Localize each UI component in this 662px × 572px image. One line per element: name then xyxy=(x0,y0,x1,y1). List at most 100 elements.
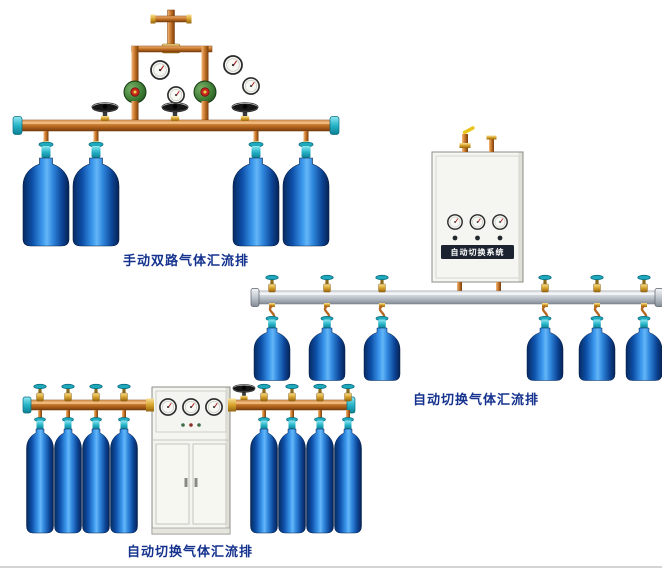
regulator-downpipe xyxy=(131,106,139,121)
pressure-regulator xyxy=(123,69,147,111)
valve-handwheel xyxy=(61,383,75,402)
pipe-fitting xyxy=(269,303,275,307)
pressure-gauge xyxy=(150,60,170,80)
pipe-fitting xyxy=(186,14,192,24)
cabinet-label-plate xyxy=(441,245,514,259)
cylinder-drop-pipe xyxy=(262,410,266,420)
pipe-highlight xyxy=(232,402,348,404)
manifold-pipe xyxy=(17,119,335,132)
valve-handwheel xyxy=(161,102,189,122)
gas-cylinder xyxy=(110,417,138,534)
bottom-divider xyxy=(0,566,662,568)
pipe-fitting xyxy=(228,398,236,412)
branch-elbow xyxy=(201,46,209,74)
pipe-fitting xyxy=(486,135,497,140)
valve-handwheel xyxy=(257,383,271,402)
control-cabinet xyxy=(431,151,524,283)
door-handle xyxy=(184,478,188,487)
manifold-pipe xyxy=(27,399,153,411)
valve-handwheel xyxy=(285,383,299,402)
pressure-gauge xyxy=(447,214,463,230)
cylinder-drop-pipe xyxy=(253,131,259,143)
illustration-auto-switch-wall: 自动切换系统 xyxy=(250,126,662,381)
valve-handwheel xyxy=(375,274,389,293)
indicator-light xyxy=(197,423,201,427)
valve-handwheel xyxy=(232,384,256,401)
regulator-downpipe xyxy=(201,106,209,121)
cabinet-shade xyxy=(518,152,523,282)
cabinet-inner-frame xyxy=(155,390,227,433)
pipe-fitting xyxy=(379,303,385,307)
caption-auto-switch-floor: 自动切换气体汇流排 xyxy=(126,544,253,559)
valve-handwheel xyxy=(231,102,259,122)
panel-knob xyxy=(497,235,503,241)
pressure-gauge xyxy=(205,398,223,416)
gas-cylinder xyxy=(334,417,362,534)
pressure-gauge xyxy=(492,214,508,230)
indicator-light xyxy=(189,423,193,427)
pipe-highlight xyxy=(30,402,150,404)
valve-handwheel xyxy=(33,383,47,402)
illustration-manual-dual-manifold xyxy=(12,9,340,247)
pressure-gauge xyxy=(182,398,200,416)
cabinet-bottom-pipe xyxy=(496,282,501,292)
top-tee-pipe xyxy=(153,15,189,23)
pipe-fitting xyxy=(459,143,471,148)
cylinder-drop-pipe xyxy=(38,410,42,420)
cabinet-door xyxy=(192,443,227,525)
pipe-end-cap xyxy=(654,288,662,307)
panel-knob xyxy=(452,235,458,241)
gas-cylinder xyxy=(82,417,110,534)
valve-handwheel xyxy=(637,274,651,293)
gas-cylinder xyxy=(306,417,334,534)
gas-cylinder xyxy=(282,140,330,247)
indicator-light xyxy=(181,423,185,427)
door-handle xyxy=(194,478,198,487)
pressure-gauge xyxy=(242,77,260,95)
gas-cylinder xyxy=(250,417,278,534)
cabinet-shade xyxy=(225,387,230,534)
cylinder-drop-pipe xyxy=(303,131,309,143)
gas-cylinder xyxy=(278,417,306,534)
caption-manual-dual-manifold: 手动双路气体汇流排 xyxy=(122,253,249,268)
caption-auto-switch-wall: 自动切换气体汇流排 xyxy=(412,392,539,407)
pipe-fitting xyxy=(542,303,548,307)
pressure-regulator xyxy=(193,69,217,111)
pressure-gauge xyxy=(159,398,177,416)
ball-valve-lever xyxy=(462,126,475,135)
panel-knob xyxy=(475,235,480,241)
cylinder-drop-pipe xyxy=(66,410,70,420)
valve-handwheel xyxy=(590,274,604,293)
cabinet-label: 自动切换系统 xyxy=(451,247,505,257)
manifold-pipe xyxy=(253,290,661,305)
cabinet-base xyxy=(151,527,231,535)
pressure-gauge xyxy=(167,86,185,104)
valve-handwheel xyxy=(313,383,327,402)
valve-handwheel xyxy=(320,274,334,293)
cabinet-inner-frame xyxy=(435,155,520,279)
manifold-pipe xyxy=(229,399,351,411)
valve-handwheel xyxy=(265,274,279,293)
cylinder-drop-pipe xyxy=(290,410,294,420)
gas-cylinder xyxy=(72,140,120,247)
cylinder-drop-pipe xyxy=(318,410,322,420)
illustration-auto-switch-floor xyxy=(22,383,362,535)
pipe-fitting xyxy=(146,398,154,412)
gas-cylinder xyxy=(253,315,291,381)
pipe-fitting xyxy=(324,303,330,307)
valve-handwheel xyxy=(117,383,131,402)
gas-cylinder xyxy=(232,140,280,247)
valve-handwheel xyxy=(89,383,103,402)
gas-cylinder xyxy=(526,315,564,381)
gas-cylinder xyxy=(363,315,401,381)
cylinder-drop-pipe xyxy=(93,131,99,143)
cabinet-top-pipe xyxy=(489,138,494,152)
gas-cylinder xyxy=(625,315,662,381)
pipe-fitting xyxy=(641,303,647,307)
pressure-gauge xyxy=(469,214,486,230)
pressure-gauge xyxy=(223,55,243,75)
pipe-end-cap xyxy=(22,396,32,414)
cylinder-drop-pipe xyxy=(43,131,49,143)
